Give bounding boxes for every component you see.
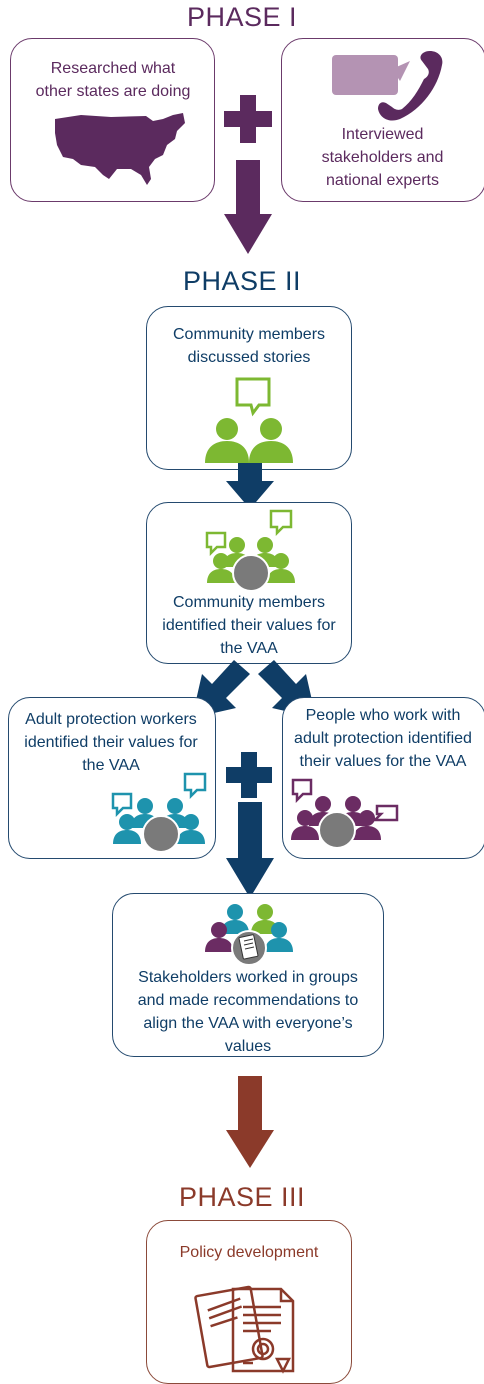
arrow-down-to-box5 [226,802,274,898]
phase3-title: PHASE III [178,1182,306,1212]
phase2-community-values-box: Community members identified their value… [146,502,352,664]
phase1-interview-box: Interviewed stakeholders and national ex… [281,38,484,202]
phase2-workers-box: Adult protection workers identified thei… [8,697,216,859]
phase1-title: PHASE I [186,2,298,32]
phase2-discussed-text: Community members discussed stories [172,326,326,366]
phase3-policy-box: Policy development [146,1220,352,1384]
phase1-interview-text: Interviewed stakeholders and national ex… [321,126,444,189]
plus-icon-phase1 [224,95,272,143]
mixed-group-document-icon [205,904,293,966]
phase2-community-values-text: Community members identified their value… [162,594,336,657]
phase2-title: PHASE II [182,266,302,296]
phase2-discussed-box: Community members discussed stories [146,306,352,470]
phase3-policy-text: Policy development [179,1244,319,1261]
policy-documents-icon [194,1285,295,1374]
usa-map-icon [55,113,185,185]
phase2-stakeholders-text: Stakeholders worked in groups and made r… [137,969,359,1055]
two-people-speech-icon [205,377,293,463]
phone-chat-icon [332,51,443,121]
phase1-research-text: Researched what other states are doing [35,60,191,100]
plus-icon-phase2 [226,752,272,798]
purple-group-icon [291,778,399,849]
group-speech-icon [205,509,295,592]
phase2-partners-text: People who work with adult protection id… [294,707,472,770]
teal-group-icon [111,772,207,853]
arrow-down-box1-box2 [226,463,274,509]
arrow-down-phase3 [226,1076,274,1168]
phase2-partners-box: People who work with adult protection id… [282,697,484,859]
arrow-down-phase1 [224,160,272,254]
phase2-workers-text: Adult protection workers identified thei… [24,711,198,774]
phase2-stakeholders-box: Stakeholders worked in groups and made r… [112,893,384,1057]
phase1-research-box: Researched what other states are doing [10,38,215,202]
